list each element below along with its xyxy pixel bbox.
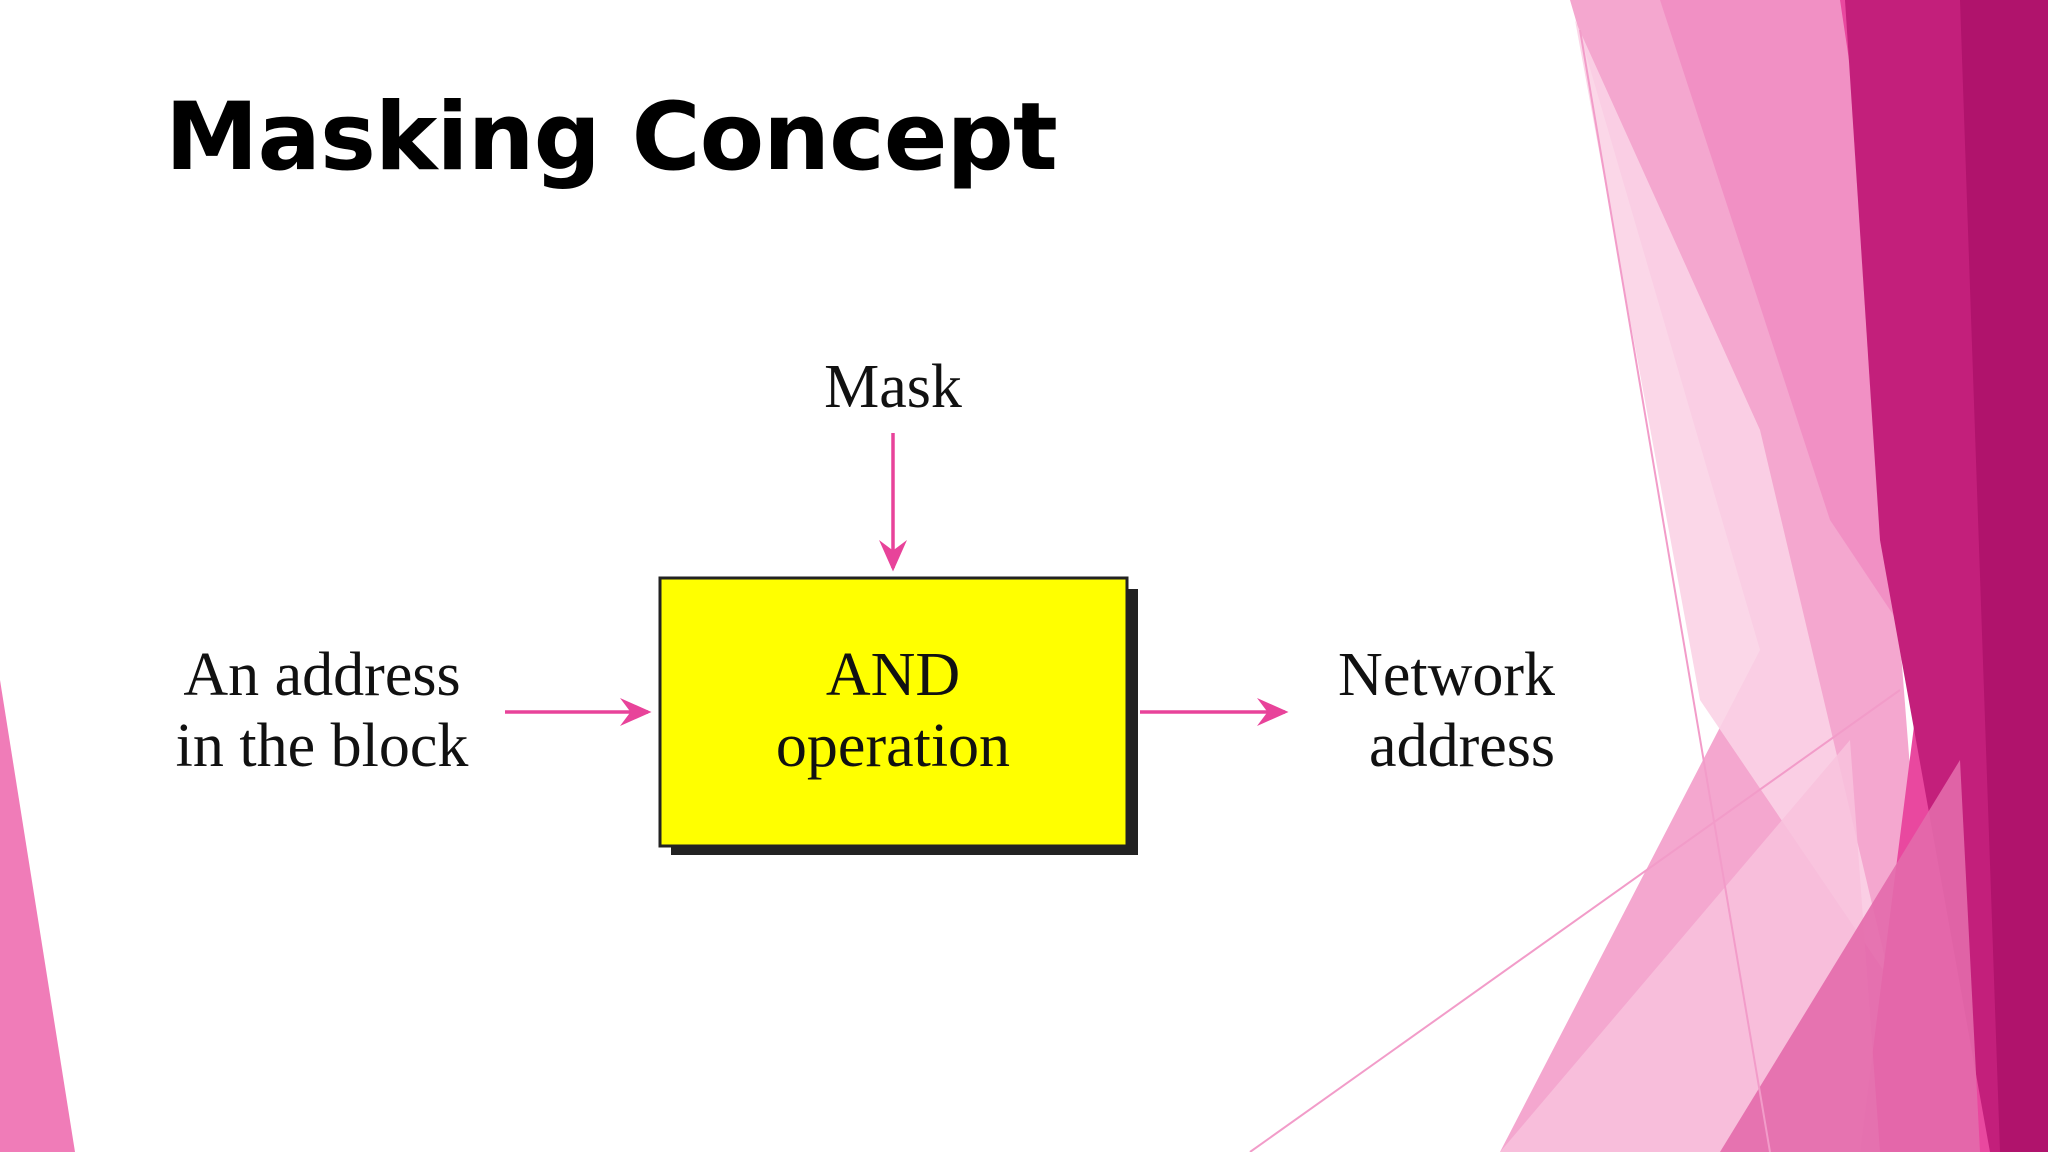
- and-operation-box: [658, 576, 1129, 848]
- right-pale-facet: [1575, 20, 1890, 980]
- left-accent-shape: [0, 680, 75, 1152]
- and-label: AND: [826, 641, 960, 709]
- thin-facet-line: [1579, 29, 1771, 1152]
- input-label-line2: in the block: [176, 712, 469, 780]
- input-label-line1: An address: [183, 641, 460, 709]
- thin-facet-line: [1249, 689, 1901, 1152]
- mask-label: Mask: [824, 353, 962, 421]
- right-mid-facet: [1660, 0, 1950, 700]
- operation-label: operation: [776, 712, 1010, 780]
- bottom-mid-facet: [1720, 760, 1980, 1152]
- right-darkest-facet: [1960, 0, 2048, 1152]
- output-label-line1: Network: [1338, 641, 1555, 709]
- output-label-line2: address: [1369, 712, 1555, 780]
- slide-title: Masking Concept: [165, 83, 1058, 192]
